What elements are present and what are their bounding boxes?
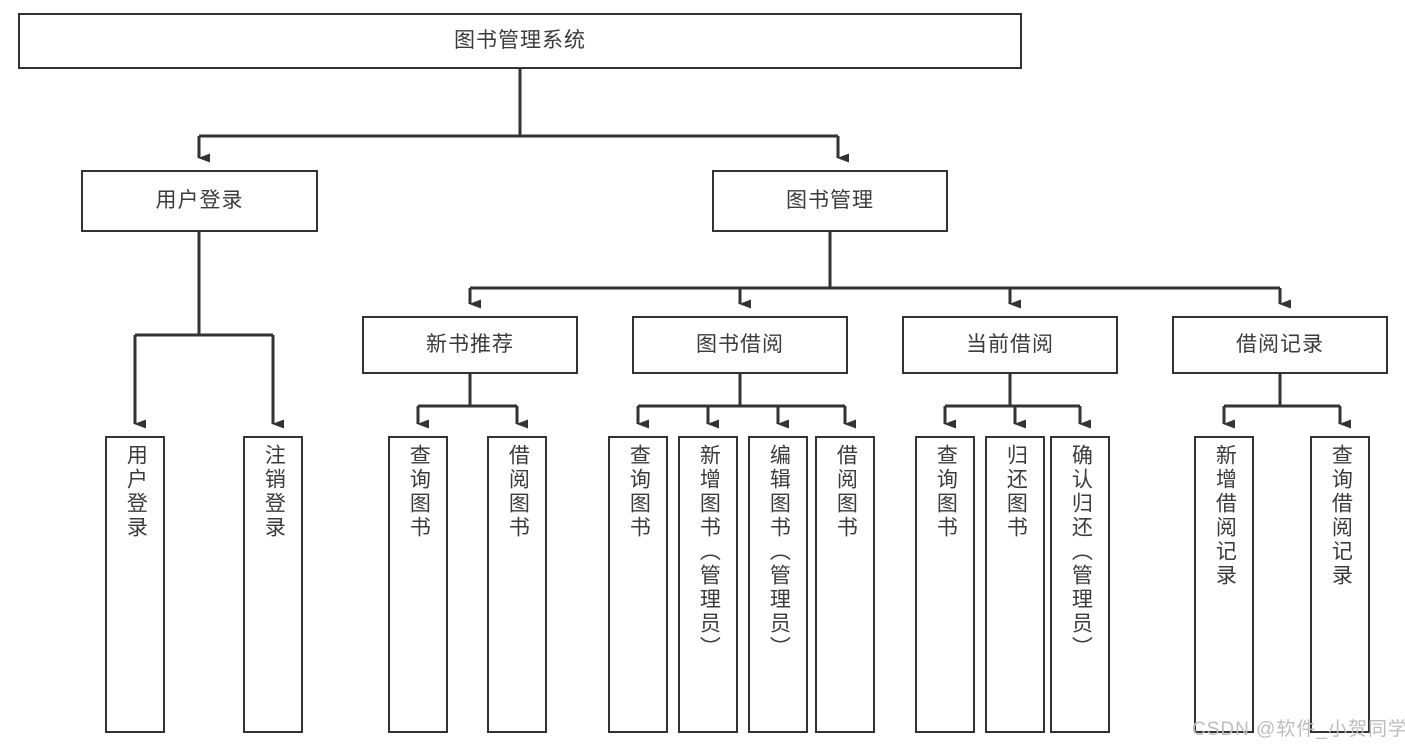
node-book-manage[interactable]: 图书管理 (712, 170, 948, 232)
node-leaf-confirm-return-label: 确认归还（管理员） (1069, 444, 1093, 660)
node-root-label: 图书管理系统 (454, 28, 586, 52)
node-leaf-user-login-label: 用户登录 (124, 444, 148, 540)
node-leaf-query-book-cur[interactable]: 查询图书 (915, 436, 975, 733)
node-book-borrow-label: 图书借阅 (696, 332, 784, 356)
node-leaf-query-book-borrow[interactable]: 查询图书 (608, 436, 668, 733)
node-leaf-user-logout[interactable]: 注销登录 (243, 436, 303, 733)
node-leaf-query-record[interactable]: 查询借阅记录 (1310, 436, 1370, 733)
node-leaf-query-book-cur-label: 查询图书 (934, 444, 958, 540)
node-leaf-borrow-book-label: 借阅图书 (834, 444, 858, 540)
node-leaf-query-book-rec-label: 查询图书 (407, 444, 431, 540)
node-book-borrow[interactable]: 图书借阅 (632, 316, 848, 374)
node-borrow-record-label: 借阅记录 (1236, 332, 1324, 356)
node-leaf-add-record[interactable]: 新增借阅记录 (1194, 436, 1254, 733)
node-user-login-label: 用户登录 (155, 188, 244, 212)
node-leaf-user-login[interactable]: 用户登录 (105, 436, 165, 733)
node-user-login[interactable]: 用户登录 (81, 170, 318, 232)
node-leaf-add-book[interactable]: 新增图书（管理员） (678, 436, 738, 733)
node-leaf-borrow-book-rec[interactable]: 借阅图书 (487, 436, 547, 733)
node-book-manage-label: 图书管理 (786, 188, 874, 212)
node-leaf-confirm-return[interactable]: 确认归还（管理员） (1050, 436, 1110, 733)
node-leaf-edit-book-label: 编辑图书（管理员） (767, 444, 791, 660)
node-leaf-return-book[interactable]: 归还图书 (985, 436, 1045, 733)
node-leaf-add-record-label: 新增借阅记录 (1213, 444, 1237, 588)
node-leaf-add-book-label: 新增图书（管理员） (697, 444, 721, 660)
node-leaf-borrow-book[interactable]: 借阅图书 (815, 436, 875, 733)
node-leaf-user-logout-label: 注销登录 (262, 444, 286, 540)
node-leaf-borrow-book-rec-label: 借阅图书 (506, 444, 530, 540)
node-new-book-rec-label: 新书推荐 (426, 332, 514, 356)
node-leaf-edit-book[interactable]: 编辑图书（管理员） (748, 436, 808, 733)
node-borrow-record[interactable]: 借阅记录 (1172, 316, 1388, 374)
node-root[interactable]: 图书管理系统 (18, 13, 1022, 69)
node-leaf-query-record-label: 查询借阅记录 (1329, 444, 1353, 588)
node-current-borrow[interactable]: 当前借阅 (902, 316, 1118, 374)
node-leaf-query-book-rec[interactable]: 查询图书 (388, 436, 448, 733)
node-leaf-return-book-label: 归还图书 (1004, 444, 1028, 540)
node-leaf-query-book-borrow-label: 查询图书 (627, 444, 651, 540)
node-current-borrow-label: 当前借阅 (966, 332, 1054, 356)
node-new-book-rec[interactable]: 新书推荐 (362, 316, 578, 374)
